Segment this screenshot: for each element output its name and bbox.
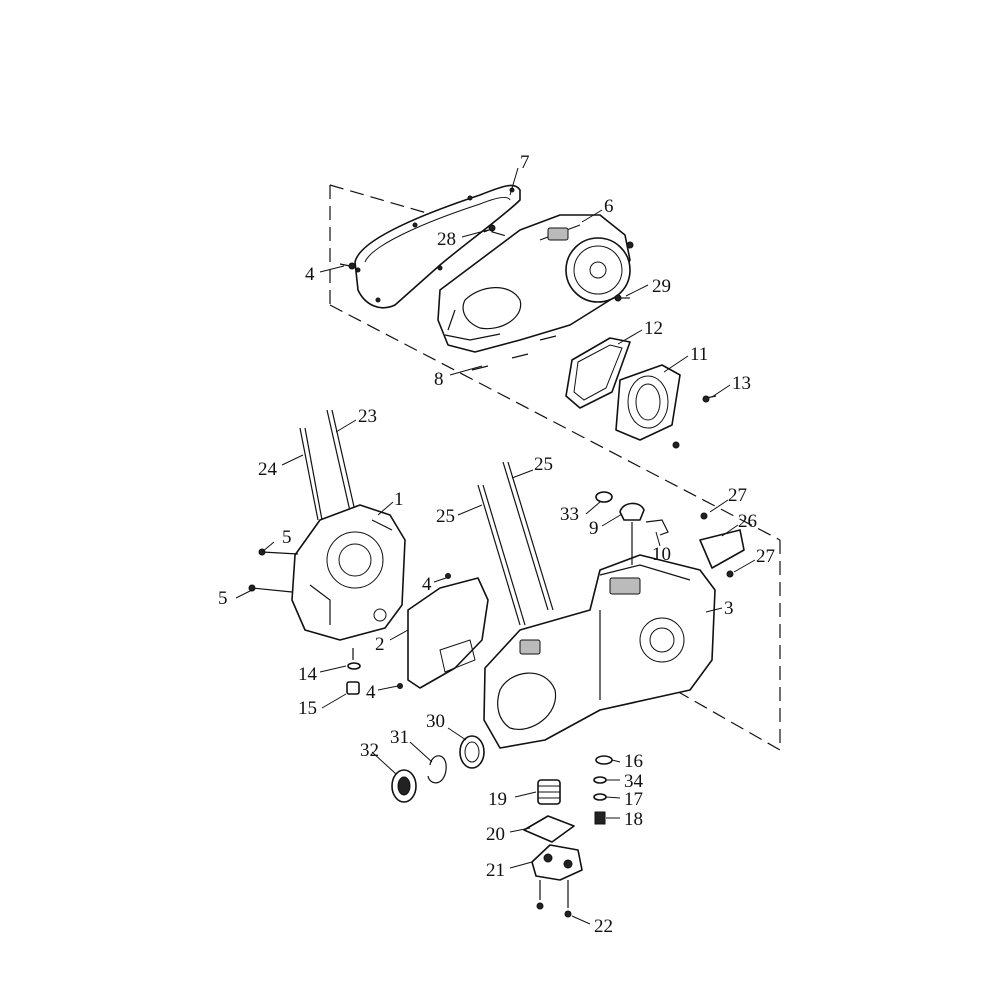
callout-25: 25 (534, 454, 553, 475)
callout-18: 18 (624, 809, 643, 830)
callout-3: 3 (724, 598, 734, 619)
callout-29: 29 (652, 276, 671, 297)
drain-plug-part (346, 648, 361, 695)
callout-19: 19 (488, 789, 507, 810)
callout-31: 31 (390, 727, 409, 748)
callout-28: 28 (437, 229, 456, 250)
callout-23: 23 (358, 406, 377, 427)
callout-17: 17 (624, 789, 643, 810)
callout-24: 24 (258, 459, 278, 480)
small-cover-part (615, 364, 681, 449)
left-crankcase-part (291, 504, 406, 641)
callout-12: 12 (644, 318, 663, 339)
small-cover-gasket-part (565, 337, 631, 409)
main-crankcase-part (483, 522, 716, 749)
callout-8: 8 (434, 369, 444, 390)
callout-2: 2 (375, 634, 385, 655)
upper-fasteners (339, 224, 634, 371)
callout-27: 27 (728, 485, 747, 506)
callout-33: 33 (560, 504, 579, 525)
callout-15: 15 (298, 698, 317, 719)
left-studs-part (299, 409, 358, 521)
callout-26: 26 (738, 511, 757, 532)
callout-34: 34 (624, 771, 644, 792)
callout-5: 5 (282, 527, 292, 548)
callout-7: 7 (520, 152, 530, 173)
callout-14: 14 (298, 664, 318, 685)
callout-13: 13 (732, 373, 751, 394)
callout-21: 21 (486, 860, 505, 881)
callout-30: 30 (426, 711, 445, 732)
screw-13-head (702, 395, 710, 403)
cover-gasket-part (354, 184, 521, 309)
callout-22: 22 (594, 916, 613, 937)
callout-10: 10 (652, 544, 671, 565)
callout-5: 5 (218, 588, 228, 609)
oil-filter-group (523, 755, 613, 918)
center-studs-part (477, 461, 554, 626)
callout-16: 16 (624, 751, 643, 772)
callout-27: 27 (756, 546, 775, 567)
callout-1: 1 (394, 489, 404, 510)
callout-9: 9 (589, 518, 599, 539)
leader-lines (235, 167, 756, 925)
side-bolts-5 (248, 548, 299, 593)
crankcase-gasket-part (397, 573, 489, 689)
bearing-seal-group (391, 735, 485, 803)
callout-4: 4 (366, 682, 376, 703)
callout-4: 4 (422, 574, 432, 595)
callout-11: 11 (690, 344, 708, 365)
callout-labels: 7 6 28 4 29 12 11 13 8 23 24 1 25 25 27 … (218, 152, 775, 937)
callout-25: 25 (436, 506, 455, 527)
crankcase-cover-part (437, 214, 631, 353)
callout-20: 20 (486, 824, 505, 845)
callout-32: 32 (360, 740, 379, 761)
callout-6: 6 (604, 196, 614, 217)
callout-4: 4 (305, 264, 315, 285)
